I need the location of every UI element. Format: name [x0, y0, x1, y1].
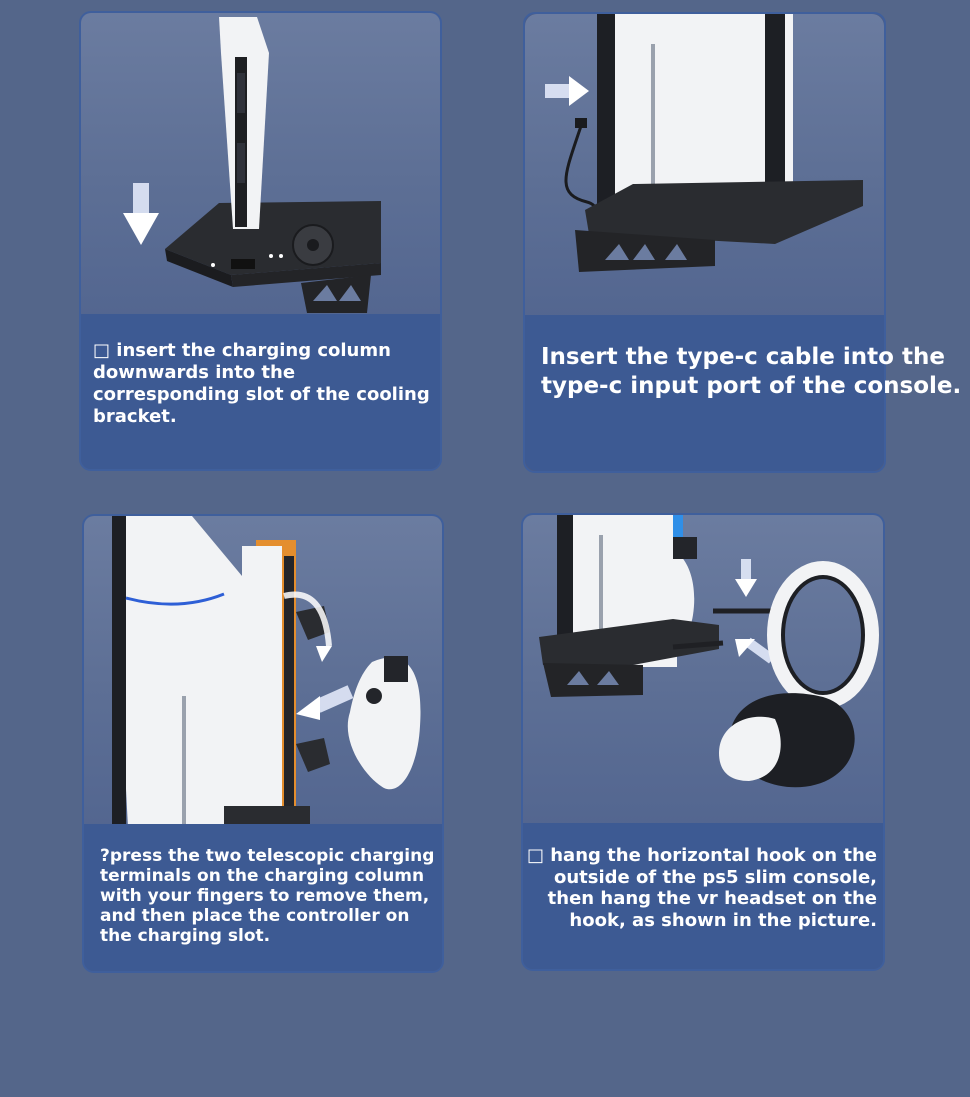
- step-card-2: Insert the type-c cable into the type-c …: [523, 12, 962, 473]
- horizontal-hook: [713, 599, 780, 614]
- step-2-caption-line2: type-c input port of the console.: [541, 373, 962, 399]
- step-1-caption-text: □ insert the charging column downwards i…: [93, 340, 430, 427]
- step-3-caption-text: ?press the two telescopic charging termi…: [100, 846, 435, 946]
- step-3-caption: ?press the two telescopic charging termi…: [84, 824, 442, 971]
- diagonal-arrow-icon: [735, 637, 775, 664]
- charging-column: [224, 540, 330, 828]
- down-arrow-icon: [123, 183, 159, 245]
- vr-headset: [719, 561, 879, 788]
- step-card-3: ?press the two telescopic charging termi…: [82, 514, 444, 973]
- controller: [347, 656, 421, 790]
- step-2-caption: Insert the type-c cable into the type-c …: [525, 315, 962, 471]
- step-2-caption-line1: Insert the type-c cable into the: [541, 344, 945, 370]
- step-3-image: [84, 516, 442, 828]
- charging-column: [219, 17, 269, 229]
- step-1-image: [81, 13, 440, 318]
- step-2-image: [525, 14, 884, 319]
- step-4-image: [523, 515, 883, 827]
- step-card-4: □ hang the horizontal hook on the outsid…: [521, 513, 885, 971]
- step-4-caption: □ hang the horizontal hook on the outsid…: [523, 823, 883, 969]
- down-arrow-icon: [735, 559, 757, 597]
- cooling-bracket: [539, 619, 719, 697]
- cooling-bracket: [575, 180, 863, 272]
- rotate-arrow-icon: [283, 591, 332, 647]
- cooling-bracket: [165, 201, 381, 313]
- step-1-caption: □ insert the charging column downwards i…: [81, 314, 440, 469]
- step-card-1: □ insert the charging column downwards i…: [79, 11, 442, 471]
- ps5-console: [112, 516, 242, 828]
- right-arrow-icon: [545, 76, 589, 106]
- ps5-console: [597, 14, 793, 214]
- step-4-caption-text: □ hang the horizontal hook on the outsid…: [526, 845, 877, 931]
- diagonal-arrow-icon: [296, 685, 354, 720]
- controller: [634, 544, 695, 644]
